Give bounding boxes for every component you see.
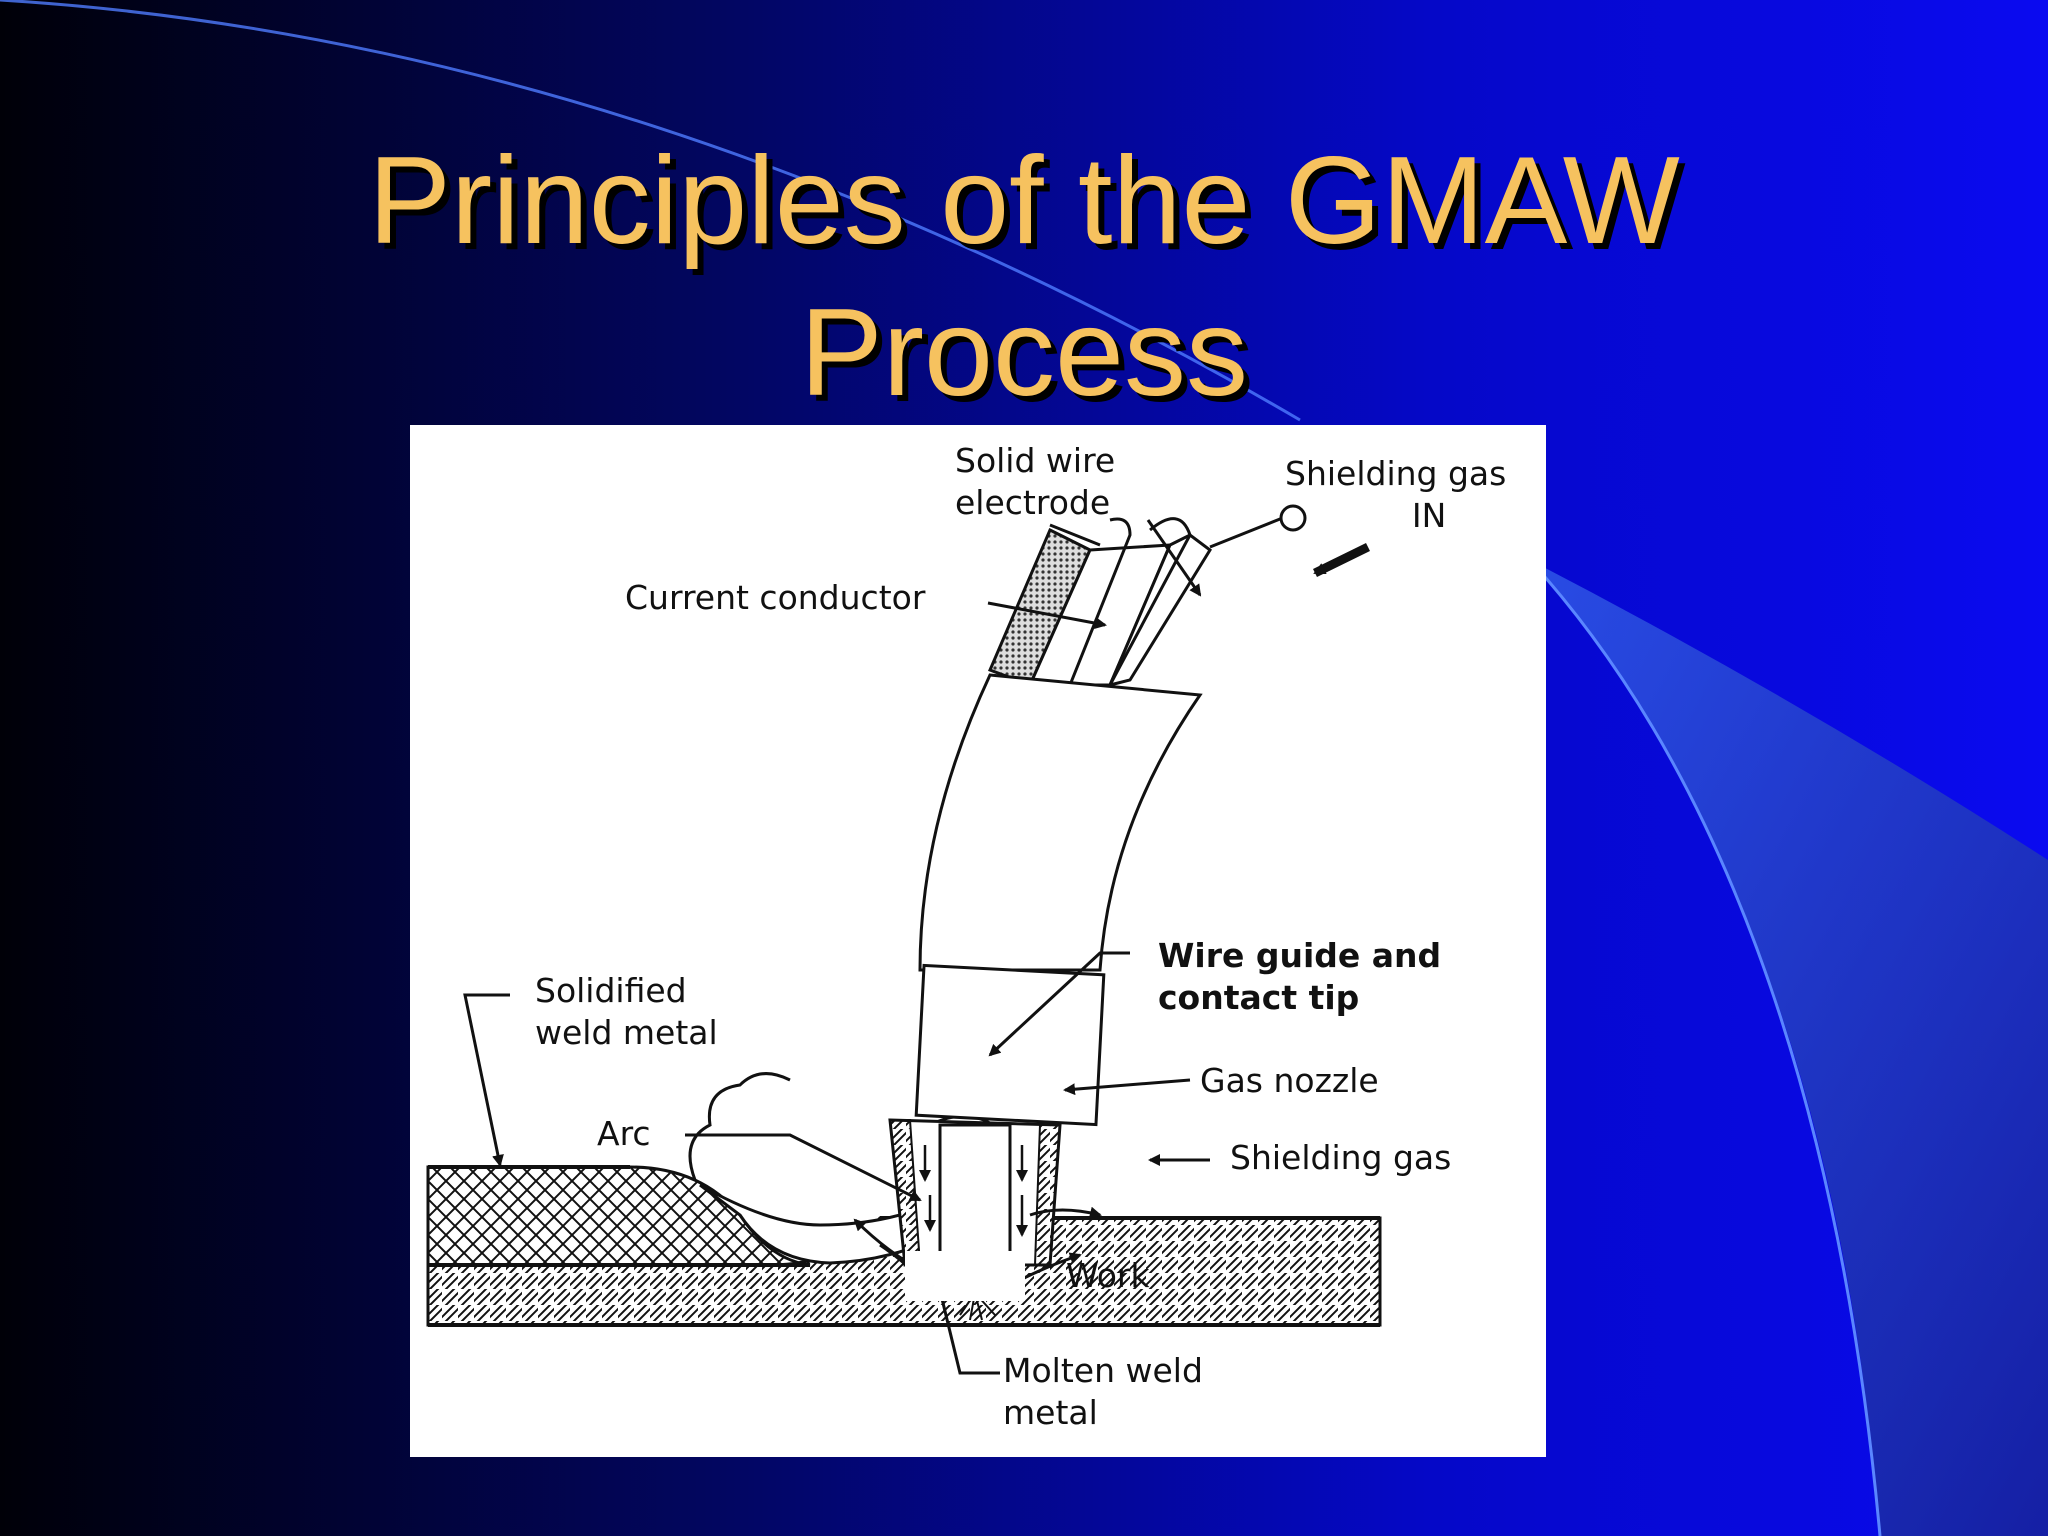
contact-tip xyxy=(938,1123,1012,1257)
label-gas-nozzle: Gas nozzle xyxy=(1200,1061,1379,1100)
label-shielding-gas: Shielding gas xyxy=(1230,1138,1452,1177)
label-wire-guide-contact-tip: Wire guide and contact tip xyxy=(1158,936,1442,1017)
label-current-conductor: Current conductor xyxy=(625,578,926,617)
label-arc: Arc xyxy=(597,1114,651,1153)
gmaw-diagram-drawing xyxy=(426,504,1382,1375)
gmaw-diagram: Solid wire electrode Shielding gas IN Cu… xyxy=(410,425,1546,1457)
label-shielding-gas-in: Shielding gas IN xyxy=(1285,454,1507,535)
torch-body xyxy=(918,673,1203,972)
label-solid-wire-electrode: Solid wire electrode xyxy=(955,441,1116,522)
torch-handle xyxy=(914,963,1106,1127)
label-molten-weld-metal: Molten weld metal xyxy=(1003,1351,1203,1432)
label-work: Work xyxy=(1066,1256,1150,1295)
label-solidified-weld-metal: Solidified weld metal xyxy=(535,971,718,1052)
slide-title-line1: Principles of the GMAW xyxy=(368,132,1680,270)
slide-title: Principles of the GMAW Process xyxy=(0,125,2048,429)
slide-title-line2: Process xyxy=(800,284,1248,422)
